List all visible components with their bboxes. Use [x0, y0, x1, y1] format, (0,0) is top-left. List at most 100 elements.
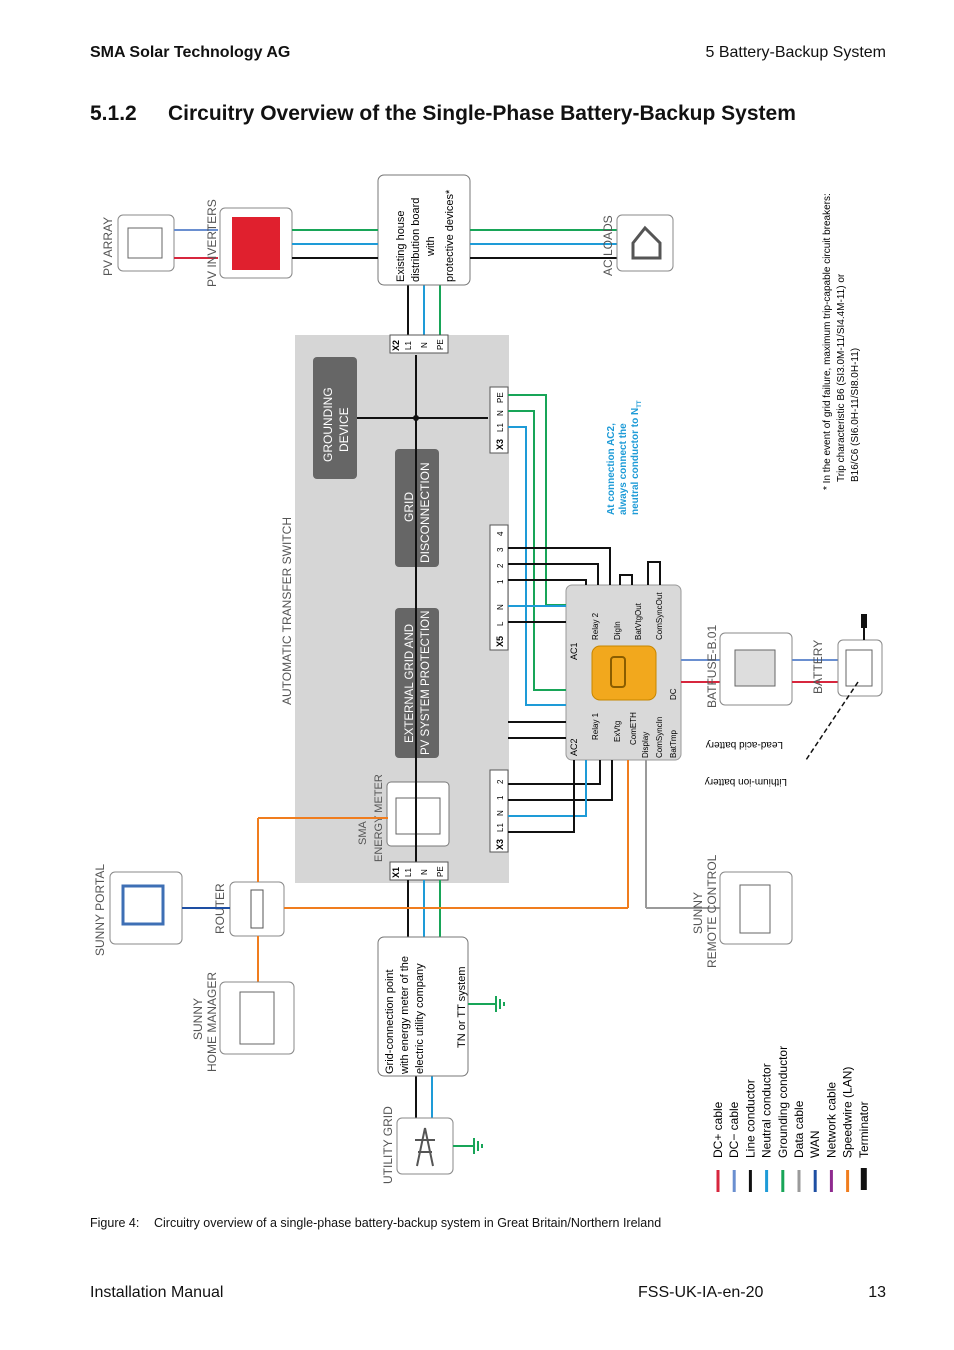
tn-tt-label: TN or TT system: [456, 967, 468, 1049]
ac-loads-label: AC LOADS: [601, 215, 615, 276]
footnote-line-3: B16/C6 (SI6.0H-11/SI8.0H-11): [850, 348, 861, 482]
legend-label: Speedwire (LAN): [841, 1067, 855, 1158]
port-relay1: Relay 1: [591, 712, 600, 740]
x5-2: 2: [496, 563, 505, 568]
lithium-ion-label: Lithium-ion battery: [705, 776, 787, 787]
digin-loop: [619, 574, 633, 585]
x3-top-pe: PE: [496, 392, 505, 403]
terminal-x3-bottom: X3 L1 N 1 2: [489, 769, 509, 853]
x5-n: N: [496, 604, 505, 610]
x1-pe: PE: [436, 866, 445, 877]
bus-junction: [413, 415, 419, 421]
port-digin: DigIn: [613, 621, 622, 640]
x3-bottom-1: 1: [496, 795, 505, 800]
x3b-l-wire: [508, 760, 575, 833]
ac2-note-2: always connect the: [618, 423, 629, 515]
x1-id: X1: [391, 867, 401, 878]
ext-prot-label-2: PV SYSTEM PROTECTION: [420, 611, 432, 755]
x2-id: X2: [391, 340, 401, 351]
x2-n: N: [420, 342, 429, 348]
x3-bottom-n: N: [496, 810, 505, 816]
home-manager-label-1: SUNNY: [191, 998, 205, 1040]
grid-ground-icon: [473, 1138, 483, 1154]
legend-swatch: [860, 1168, 867, 1190]
port-ac2: AC2: [569, 738, 579, 756]
grounding-label-2: DEVICE: [337, 407, 351, 452]
batvtgout-loop: [647, 561, 661, 585]
terminal-x5: X5 L N 1 2 3 4: [489, 524, 509, 651]
energy-meter-face: [395, 797, 441, 835]
ac2-note-sub: TT: [637, 400, 643, 408]
x3-n-to-ac1: [508, 410, 566, 691]
legend-swatch: [781, 1170, 785, 1192]
x3-l-to-ac1: [508, 426, 566, 706]
legend-swatch: [846, 1170, 850, 1192]
pv-inverters-label: PV INVERTERS: [205, 199, 219, 287]
pv-panel-grid: [127, 227, 163, 259]
grid-conn-line-1: Grid-connection point: [384, 969, 396, 1074]
section-title-text: Circuitry Overview of the Single-Phase B…: [168, 102, 796, 125]
home-manager-icon: [239, 991, 275, 1045]
grid-conn-line-3: electric utility company: [414, 963, 426, 1074]
x2-pe: PE: [436, 339, 445, 350]
legend-swatch: [732, 1170, 736, 1192]
battery-icon: [845, 649, 873, 687]
x3b-wire-2: [508, 760, 601, 785]
pv-array-icon: [117, 214, 175, 272]
legend-label: DC+ cable: [711, 1101, 725, 1158]
x5-id: X5: [495, 636, 505, 647]
terminal-x1: X1 L1 N PE: [389, 861, 449, 881]
x3-bottom-2: 2: [496, 779, 505, 784]
x3b-n-wire: [508, 760, 587, 817]
figure-caption: Figure 4:Circuitry overview of a single-…: [90, 1216, 661, 1230]
legend-swatch: [813, 1170, 817, 1192]
grid-connection-box: [377, 936, 469, 1077]
footnote-line-2: Trip characteristic B6 (SI3.0M-11/SI4.4M…: [836, 273, 847, 482]
ext-prot-label-1: EXTERNAL GRID AND: [404, 624, 416, 743]
x5-relay-wire-3: [508, 579, 587, 585]
legend-label: Neutral conductor: [760, 1063, 774, 1158]
grounding-label-1: GROUNDING: [321, 387, 335, 462]
ac2-note-3-text: neutral conductor to N: [630, 408, 641, 515]
terminator-icon: [861, 614, 867, 628]
batfuse-icon: [734, 649, 776, 687]
dist-board-line-4: protective devices*: [444, 189, 456, 282]
x3-top-id: X3: [495, 439, 505, 450]
footer-manual: Installation Manual: [90, 1284, 224, 1301]
legend-label: Line conductor: [743, 1079, 757, 1158]
house-icon: [631, 225, 662, 260]
port-batvtgout: BatVtgOut: [634, 602, 643, 640]
ac2-note-1: At connection AC2,: [606, 423, 617, 515]
ac2-note-3: neutral conductor to NTT: [630, 400, 643, 515]
pv-inverter-body: [232, 217, 280, 270]
distribution-board: [377, 174, 471, 286]
x3-bottom-id: X3: [495, 839, 505, 850]
x3-bottom-l1: L1: [496, 823, 505, 832]
energy-meter-label-1: SMA: [357, 821, 369, 846]
legend-label: Terminator: [857, 1101, 871, 1158]
sunny-portal-label: SUNNY PORTAL: [93, 864, 107, 956]
port-cometh: ComETH: [629, 712, 638, 745]
port-battmp: BatTmp: [669, 729, 678, 758]
terminal-x2: X2 L1 N PE: [389, 334, 449, 354]
batfuse-label: BATFUSE-B.01: [705, 625, 719, 708]
port-exvtg: ExVtg: [613, 721, 622, 742]
pylon-icon: [415, 1127, 435, 1167]
port-comsyncout: ComSyncOut: [655, 592, 664, 640]
ats-label: AUTOMATIC TRANSFER SWITCH: [280, 517, 294, 705]
legend-swatch: [829, 1170, 833, 1192]
ground-symbol-icon: [495, 996, 505, 1012]
x3-top-l1: L1: [496, 423, 505, 432]
dist-board-line-1: Existing house: [395, 210, 407, 282]
legend-label: WAN: [808, 1130, 822, 1158]
x1-n: N: [420, 869, 429, 875]
legend-swatch: [748, 1170, 752, 1192]
port-dc: DC: [669, 688, 678, 700]
legend-swatch: [765, 1170, 769, 1192]
x5-4: 4: [496, 531, 505, 536]
x2-l1: L1: [404, 341, 413, 350]
lead-acid-label: Lead-acid battery: [706, 739, 783, 750]
